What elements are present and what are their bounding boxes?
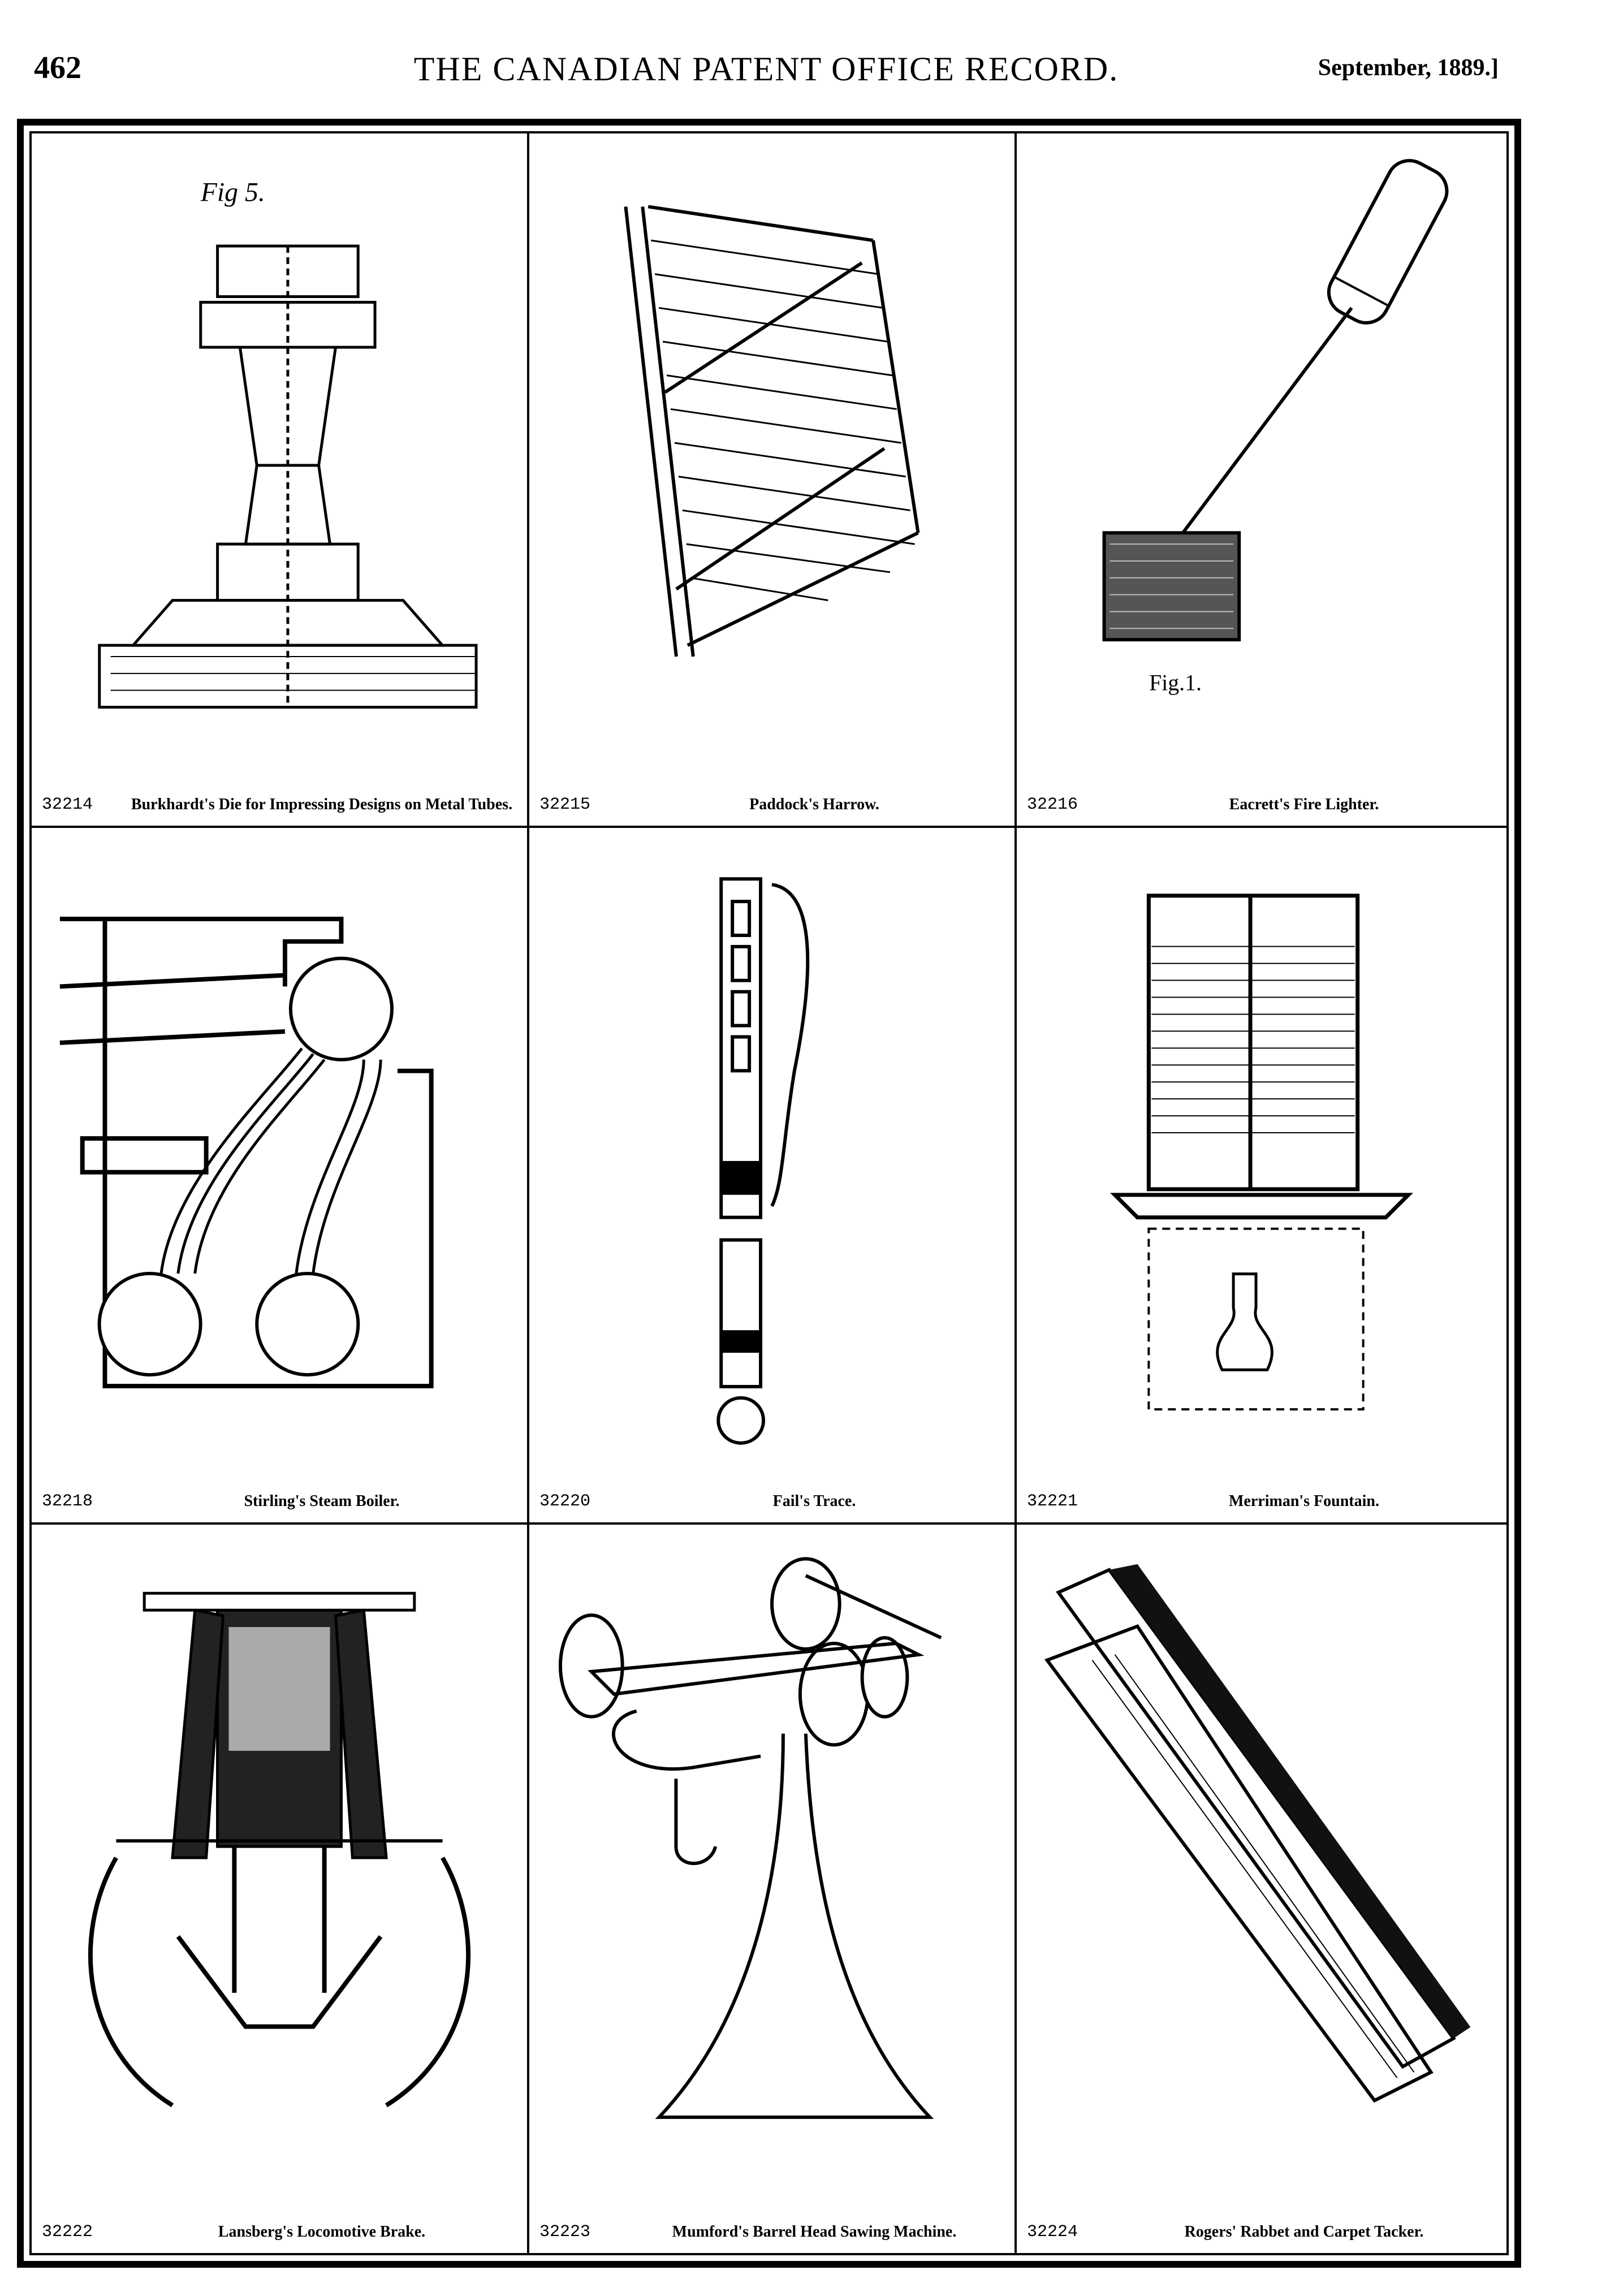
patent-number: 32224 (1027, 2222, 1078, 2242)
patent-number: 32220 (539, 1492, 591, 1511)
plate-32221: 32221 Merriman's Fountain. (1017, 828, 1506, 1525)
plate-caption: 32216 Eacrett's Fire Lighter. (1027, 795, 1496, 814)
plate-32222: 32222 Lansberg's Locomotive Brake. (32, 1525, 529, 2253)
patent-number: 32216 (1027, 795, 1078, 814)
patent-title: Merriman's Fountain. (1229, 1492, 1379, 1510)
patent-title: Rogers' Rabbet and Carpet Tacker. (1184, 2223, 1424, 2241)
figure-label: Fig.1. (1149, 671, 1202, 696)
patent-title: Lansberg's Locomotive Brake. (218, 2223, 426, 2241)
plate-32223: 32223 Mumford's Barrel Head Sawing Machi… (529, 1525, 1017, 2253)
plate-32218: 32218 Stirling's Steam Boiler. (32, 828, 529, 1525)
plate-caption: 32218 Stirling's Steam Boiler. (42, 1492, 517, 1511)
plate-32215: 32215 Paddock's Harrow. (529, 133, 1017, 828)
plate-32216: Fig.1. 32216 Eacrett's Fire Lighter. (1017, 133, 1506, 828)
plate-caption: 32221 Merriman's Fountain. (1027, 1492, 1496, 1511)
plate-caption: 32224 Rogers' Rabbet and Carpet Tacker. (1027, 2222, 1496, 2242)
plate-caption: 32220 Fail's Trace. (539, 1492, 1004, 1511)
plate-caption: 32214 Burkhardt's Die for Impressing Des… (42, 795, 517, 814)
patent-number: 32222 (42, 2222, 93, 2242)
plate-frame (17, 119, 1521, 2268)
trace-illustration (716, 877, 810, 1445)
plate-caption: 32215 Paddock's Harrow. (539, 795, 1004, 814)
plate-32224: 32224 Rogers' Rabbet and Carpet Tacker. (1017, 1525, 1506, 2253)
patent-number: 32215 (539, 795, 591, 814)
fountain-illustration (1110, 894, 1413, 1411)
patent-title: Eacrett's Fire Lighter. (1229, 796, 1379, 813)
page-header: 462 THE CANADIAN PATENT OFFICE RECORD. S… (34, 50, 1499, 95)
patent-title: Paddock's Harrow. (749, 796, 879, 813)
fire-lighter-illustration: Fig.1. (1102, 159, 1449, 696)
locomotive-brake-illustration (88, 1591, 471, 2108)
patent-number: 32223 (539, 2222, 591, 2242)
journal-title: THE CANADIAN PATENT OFFICE RECORD. (413, 50, 1119, 88)
patent-title: Fail's Trace. (772, 1492, 856, 1510)
figure-label: Fig 5. (200, 178, 265, 208)
carpet-tacker-illustration (1044, 1564, 1471, 2103)
steam-boiler-illustration (59, 917, 434, 1388)
plate-grid: Fig 5. 32214 Burkhardt's Die for Impress… (29, 131, 1509, 2255)
plate-32214: Fig 5. 32214 Burkhardt's Die for Impress… (32, 133, 529, 828)
plate-caption: 32223 Mumford's Barrel Head Sawing Machi… (539, 2222, 1004, 2242)
patent-title: Mumford's Barrel Head Sawing Machine. (672, 2223, 957, 2241)
patent-number: 32221 (1027, 1492, 1078, 1511)
plate-caption: 32222 Lansberg's Locomotive Brake. (42, 2222, 517, 2242)
plate-32220: 32220 Fail's Trace. (529, 828, 1017, 1525)
die-illustration: Fig 5. (98, 178, 478, 709)
harrow-illustration (624, 205, 920, 657)
patent-number: 32218 (42, 1492, 93, 1511)
patent-title: Burkhardt's Die for Impressing Designs o… (131, 796, 513, 813)
patent-title: Stirling's Steam Boiler. (244, 1492, 400, 1510)
patent-number: 32214 (42, 795, 93, 814)
issue-date: September, 1889.] (1318, 55, 1499, 81)
page-number: 462 (34, 50, 81, 85)
sawing-machine-illustration (558, 1557, 942, 2119)
